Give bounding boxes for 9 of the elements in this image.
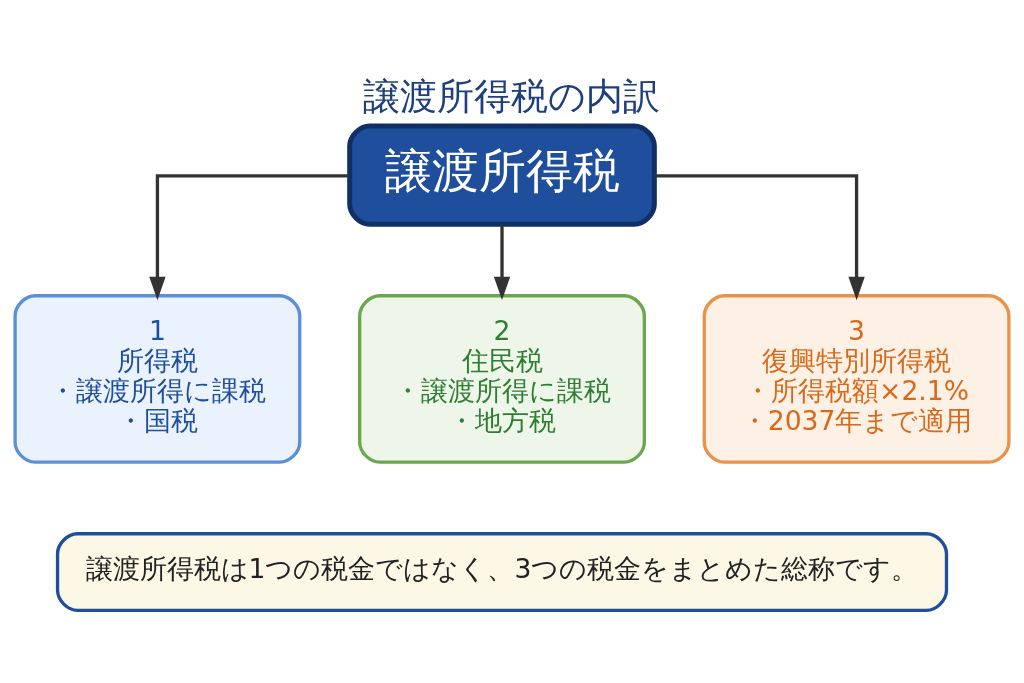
arrow	[654, 174, 865, 301]
node-box: 2 住民税 ・譲渡所得に課税 ・地方税	[358, 294, 646, 464]
diagram-title: 譲渡所得税の内訳	[363, 74, 661, 118]
node-box: 1 所得税 ・譲渡所得に課税 ・国税	[13, 294, 302, 464]
arrow	[493, 224, 511, 301]
arrow	[149, 174, 350, 301]
node-box: 3 復興特別所得税 ・所得税額×2.1% ・2037年まで適用	[702, 294, 1011, 464]
node-box: 譲渡所得税は1つの税金ではなく、3つの税金をまとめた総称です。	[55, 532, 949, 612]
node-box: 譲渡所得税	[347, 123, 657, 227]
